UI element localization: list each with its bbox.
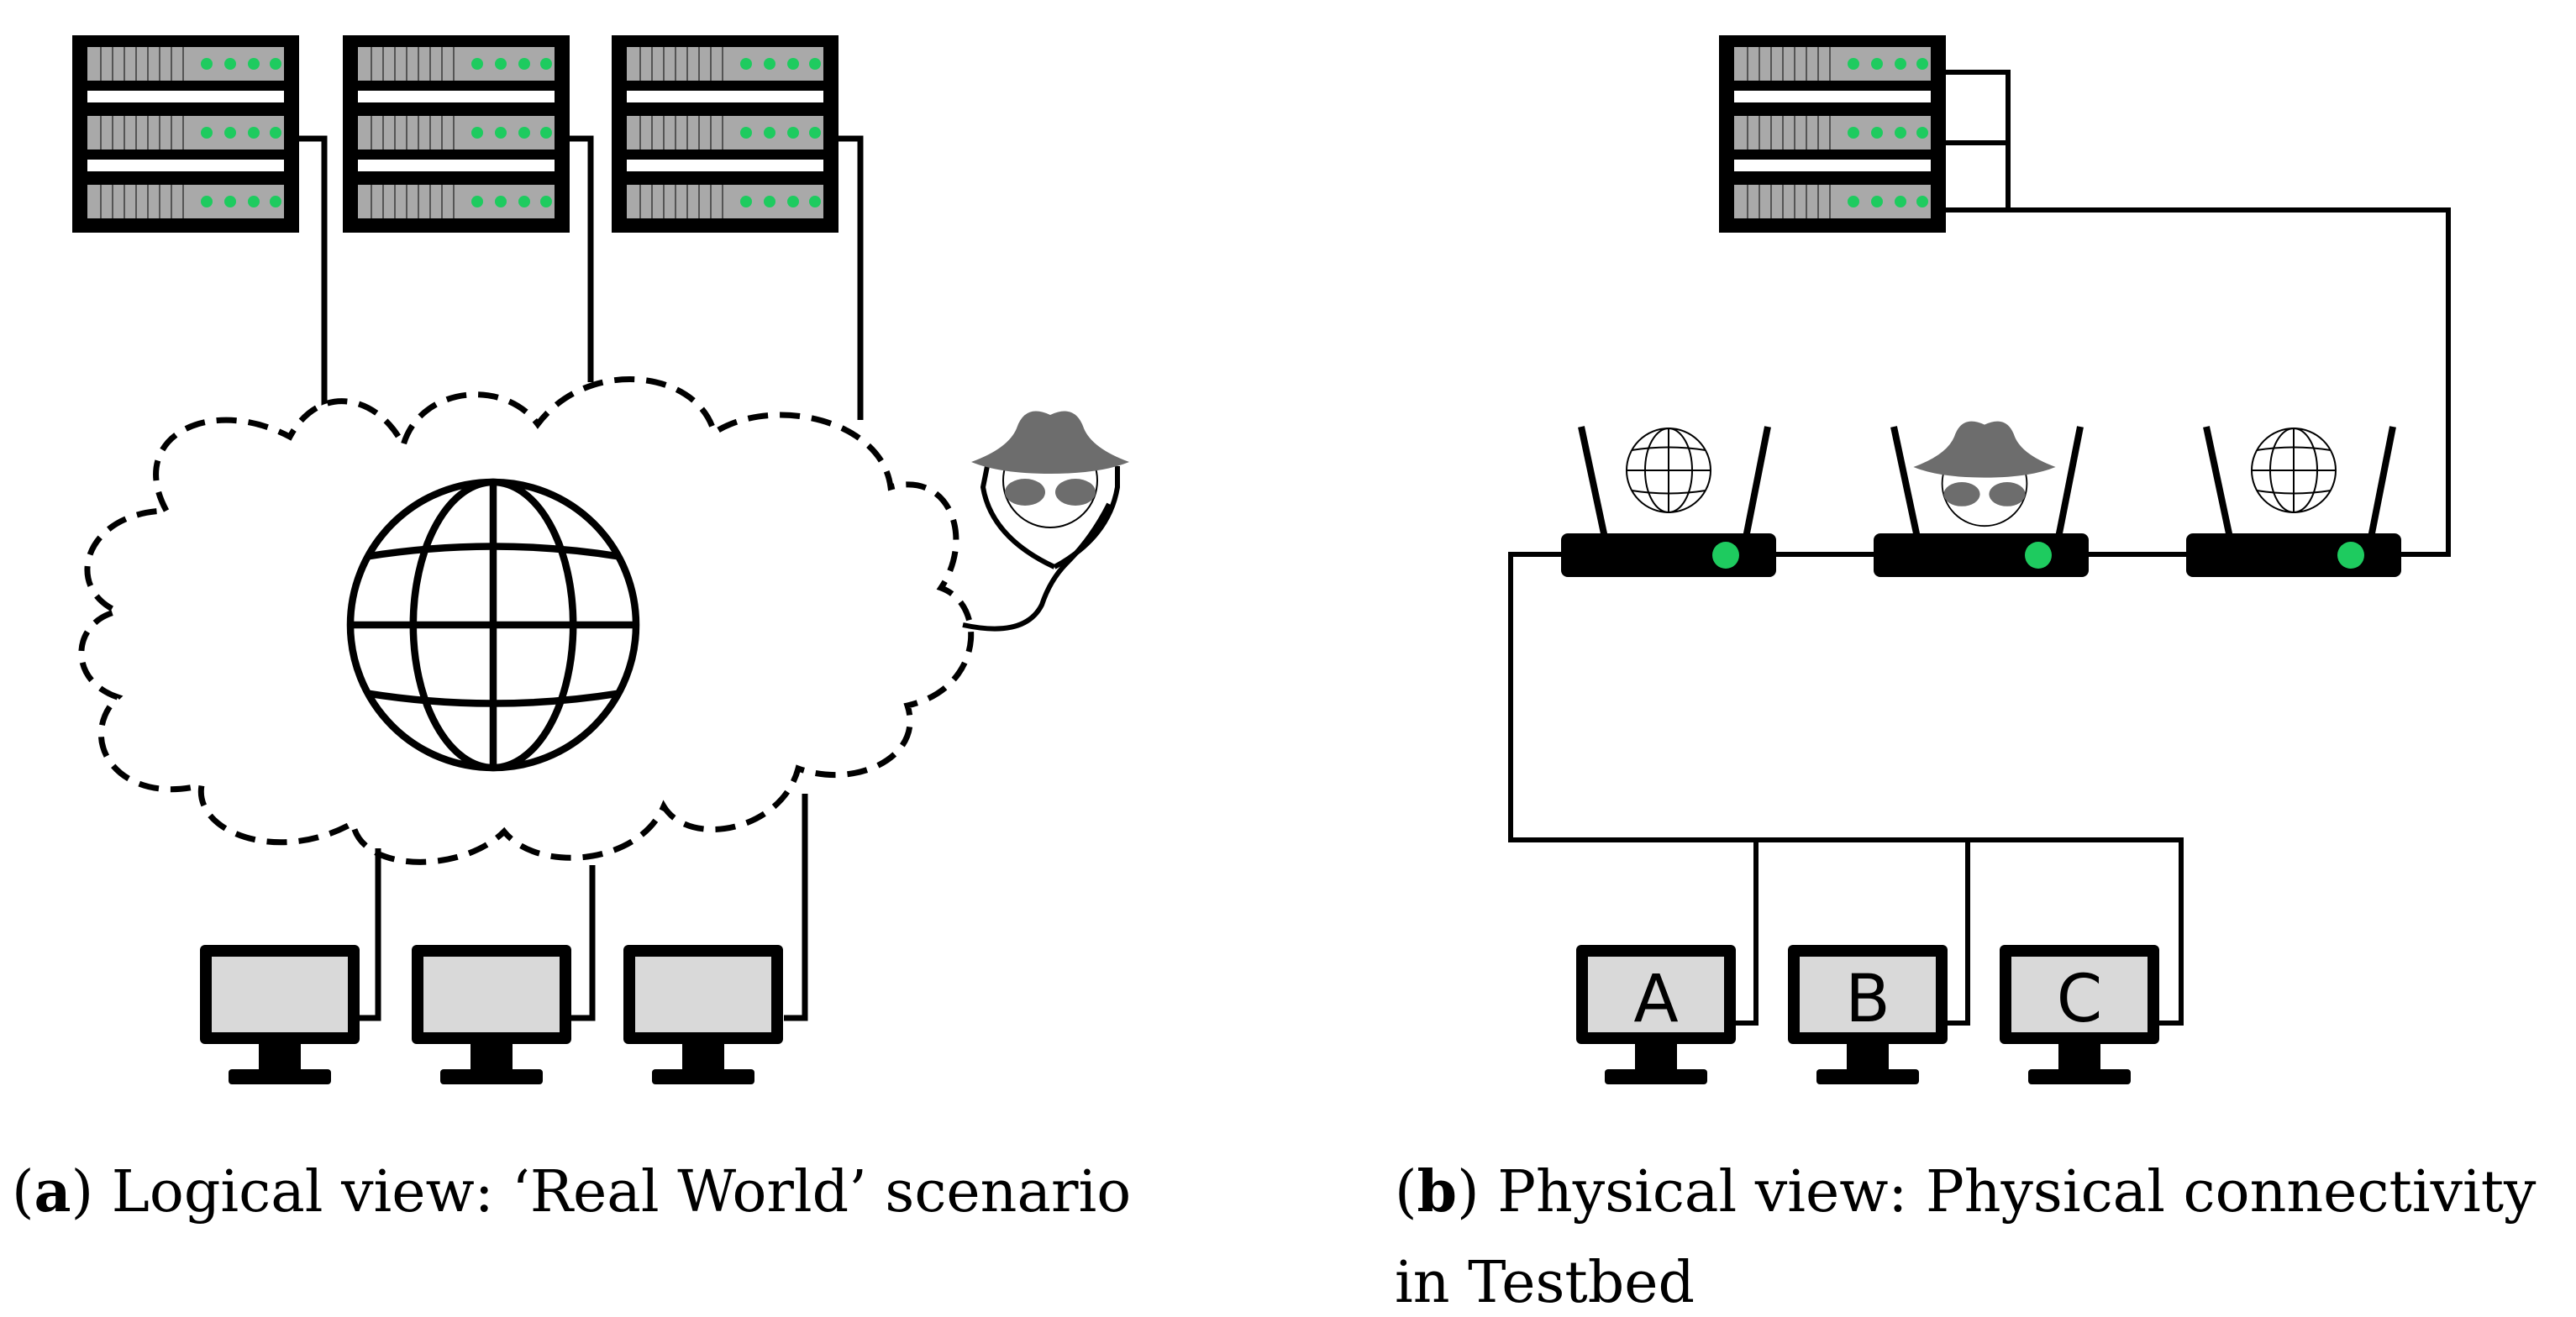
monitor-icon: [200, 945, 360, 1084]
monitor-c: C: [2000, 945, 2159, 1084]
monitor-label: A: [1633, 962, 1678, 1037]
server-rack-icon: [1718, 34, 1947, 233]
cloud-icon: [78, 376, 975, 865]
monitor-icon: [623, 945, 783, 1084]
server-links: [297, 135, 864, 427]
caption-a: (a) Logical view: ‘Real World’ scenario: [12, 1158, 1131, 1225]
attacker-link: [962, 502, 1112, 632]
monitor-label: B: [1845, 962, 1890, 1037]
server-rack-icon: [342, 34, 570, 233]
globe-icon: [1626, 428, 1711, 513]
client-links: [1508, 552, 2184, 1026]
monitor-icon: [412, 945, 571, 1084]
router-icon: [1874, 420, 2089, 577]
panel-a-diagram: [71, 34, 1130, 1084]
server-rack-icon: [611, 34, 839, 233]
caption-b: (b) Physical view: Physical connectivity: [1395, 1158, 2537, 1225]
monitor-b: B: [1788, 945, 1948, 1084]
attacker-icon: [1912, 420, 2057, 527]
monitor-label: C: [2057, 962, 2102, 1037]
client-links: [357, 794, 808, 1021]
router-icon: [2186, 426, 2401, 577]
globe-icon: [350, 481, 637, 769]
monitor-a: A: [1576, 945, 1736, 1084]
server-rack-icon: [71, 34, 300, 233]
globe-icon: [2251, 428, 2337, 513]
server-links: [1946, 70, 2451, 557]
panel-b-diagram: A B C: [1508, 34, 2451, 1084]
caption-b-line2: in Testbed: [1395, 1250, 1695, 1316]
router-icon: [1561, 426, 1776, 577]
